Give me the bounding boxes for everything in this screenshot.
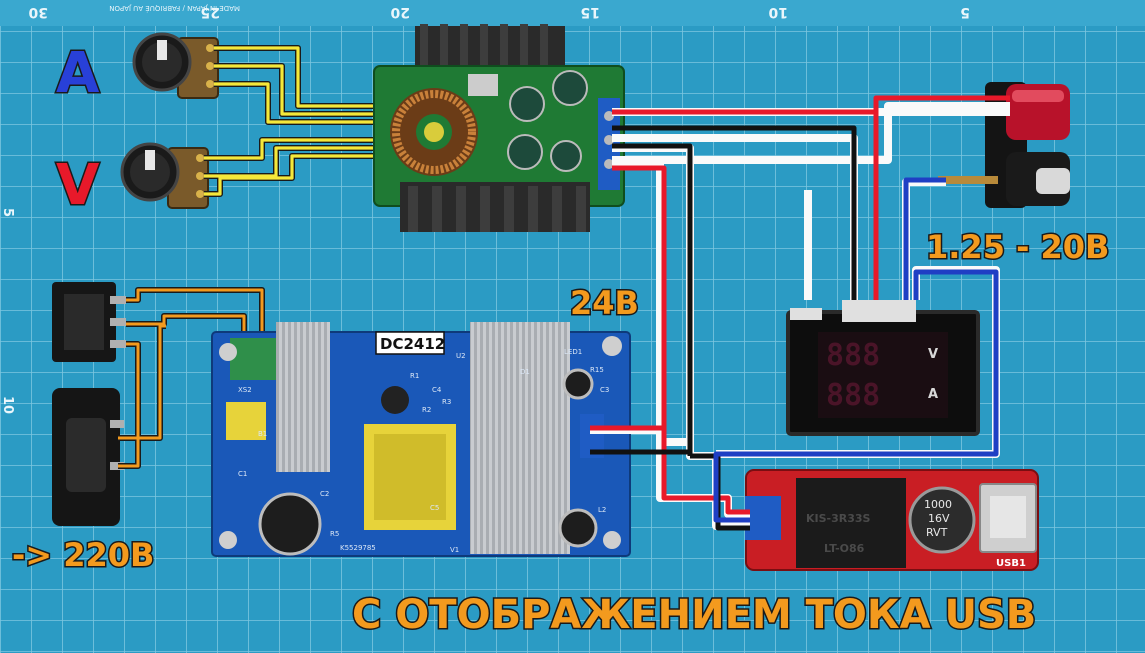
psu-silkscreen: LED1 R15 C3 D1 U2 R1 C4 R2 R3 L2 C1 XS2 … <box>238 348 609 554</box>
ruler-top-30: 30 <box>28 4 48 20</box>
ruler-top-25: 25 <box>201 4 220 20</box>
psu-label-v1: V1 <box>450 546 459 554</box>
ruler-left-10: 10 <box>0 396 15 414</box>
meter-amp-unit: A <box>928 387 938 402</box>
mat-print: MADE IN JAPAN / FABRIQUÉ AU JAPON <box>109 4 240 13</box>
psu-label-r1: R1 <box>410 372 419 380</box>
potentiometer-v <box>120 142 209 209</box>
volt-amp-meter: 888 V 888 A <box>786 300 980 436</box>
psu-label-k5529785: K5529785 <box>340 544 376 552</box>
psu-label-c1: C1 <box>238 470 247 478</box>
psu-label-c2: C2 <box>320 490 329 498</box>
psu-label-led1: LED1 <box>564 348 582 356</box>
usb-cap-line-3: RVT <box>926 526 948 539</box>
psu-label-c3: C3 <box>600 386 609 394</box>
wires-yellow <box>204 45 384 197</box>
meter-volt-digits: 888 <box>826 338 880 373</box>
psu-label-l2: L2 <box>598 506 606 514</box>
psu-label-r15: R15 <box>590 366 604 374</box>
usb-cap-line-1: 1000 <box>924 498 952 511</box>
psu-module: DC2412 LED1 R15 C3 D1 U2 R1 C4 R2 R3 L2 … <box>211 322 631 557</box>
usb-port-label: USB1 <box>996 558 1026 569</box>
label-psu-voltage: 24В <box>570 284 639 322</box>
mat-ruler-left-numbers: 5 10 <box>0 208 15 414</box>
label-mains: -> 220В <box>12 536 154 574</box>
psu-label-u2: U2 <box>456 352 466 360</box>
wires-output <box>590 95 1010 531</box>
ruler-top-10: 10 <box>768 4 788 20</box>
psu-label-b1: B1 <box>258 430 267 438</box>
usb-chip-bottom-label: LT-O86 <box>824 542 865 555</box>
label-output-range: 1.25 - 20В <box>926 228 1109 266</box>
potentiometer-a <box>132 32 219 99</box>
psu-label-r5: R5 <box>330 530 339 538</box>
mat-ruler-top <box>0 0 1145 26</box>
annotations: A V 1.25 - 20В 24В -> 220В С ОТОБРАЖЕНИЕ… <box>11 40 1111 640</box>
meter-amp-digits: 888 <box>826 378 880 413</box>
wires-orange <box>118 287 265 469</box>
ruler-top-20: 20 <box>390 4 410 20</box>
label-knob-a: A <box>56 41 100 106</box>
psu-label-c5: C5 <box>430 504 439 512</box>
meter-volt-unit: V <box>928 347 938 362</box>
psu-model-label: DC2412 <box>380 335 445 353</box>
ruler-top-5: 5 <box>960 4 970 20</box>
psu-label-r2: R2 <box>422 406 431 414</box>
label-knob-v: V <box>56 153 100 218</box>
ruler-left-5: 5 <box>0 208 15 217</box>
label-caption: С ОТОБРАЖЕНИЕМ ТОКА USB <box>352 592 1036 638</box>
usb-chip-top-label: KIS-3R33S <box>806 512 871 525</box>
rocker-switch <box>52 282 126 362</box>
usb-cap-line-2: 16V <box>928 512 950 525</box>
psu-label-d1: D1 <box>520 368 530 376</box>
mains-socket <box>52 388 124 526</box>
psu-label-c4: C4 <box>432 386 442 394</box>
usb-module: KIS-3R33S LT-O86 1000 16V RVT USB1 <box>745 469 1039 571</box>
psu-label-xs2: XS2 <box>238 386 252 394</box>
psu-label-r3: R3 <box>442 398 451 406</box>
ruler-top-15: 15 <box>581 4 600 20</box>
mat-ruler-top-numbers: 30 25 20 15 10 5 <box>28 4 970 20</box>
